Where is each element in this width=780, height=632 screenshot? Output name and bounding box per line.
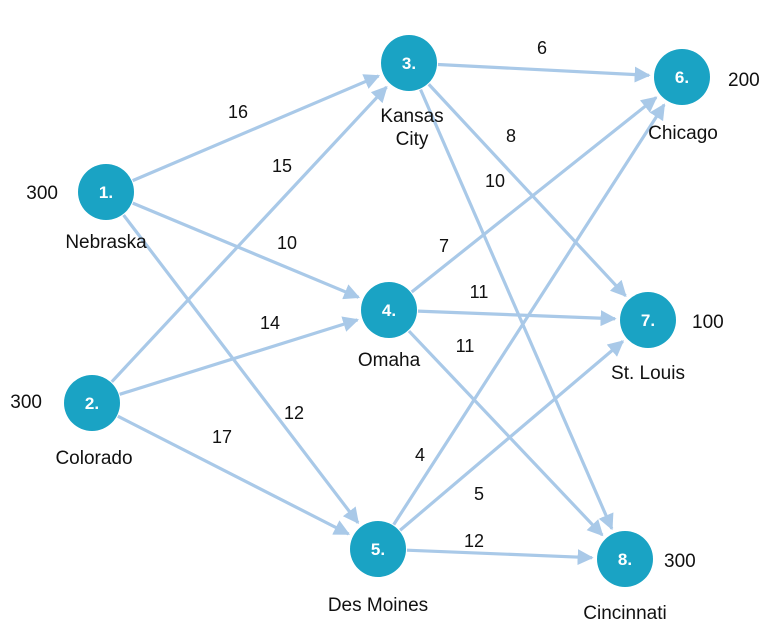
node-number-3: 3. (402, 54, 416, 73)
node-value-8: 300 (664, 551, 696, 572)
edge-labels-layer: 16 10 12 15 14 17 6 8 10 7 11 11 4 5 12 (212, 38, 547, 551)
edge-2-3 (110, 85, 388, 383)
node-number-5: 5. (371, 540, 385, 559)
node-label-6: Chicago (648, 123, 718, 144)
node-circle-1 (78, 164, 134, 220)
node-value-7: 100 (692, 312, 724, 333)
node-4: 4. Omaha (358, 282, 421, 371)
edge-cost-1-5: 12 (284, 403, 304, 423)
node-2: 2. Colorado 300 (10, 375, 133, 469)
edge-cost-5-8: 12 (464, 531, 484, 551)
edge-2-5 (117, 414, 351, 536)
edge-1-3 (132, 74, 381, 183)
node-number-2: 2. (85, 394, 99, 413)
edge-cost-3-7: 8 (506, 126, 516, 146)
node-1: 1. Nebraska 300 (26, 164, 147, 253)
edges-layer (110, 62, 666, 566)
node-number-1: 1. (99, 183, 113, 202)
edge-4-8 (407, 329, 604, 537)
node-circle-7 (620, 292, 676, 348)
edge-1-4 (132, 201, 361, 300)
edge-4-7 (417, 309, 617, 327)
node-5: 5. Des Moines (328, 521, 428, 616)
node-value-1: 300 (26, 183, 58, 204)
edge-5-8 (406, 548, 594, 566)
node-circle-5 (350, 521, 406, 577)
edge-cost-5-7: 5 (474, 484, 484, 504)
edge-3-6 (437, 62, 651, 83)
edge-cost-2-4: 14 (260, 313, 280, 333)
node-label-1: Nebraska (65, 232, 147, 253)
edge-2-4 (119, 316, 360, 396)
node-number-7: 7. (641, 311, 655, 330)
edge-cost-2-5: 17 (212, 427, 232, 447)
node-value-2: 300 (10, 392, 42, 413)
edge-3-7 (427, 83, 627, 298)
edge-1-5 (122, 214, 360, 525)
node-circle-4 (361, 282, 417, 338)
node-6: 6. Chicago 200 (648, 49, 760, 144)
node-circle-8 (597, 531, 653, 587)
edge-cost-3-6: 6 (537, 38, 547, 58)
edge-cost-4-8: 11 (456, 336, 475, 356)
node-number-4: 4. (382, 301, 396, 320)
node-label-5: Des Moines (328, 595, 428, 616)
edge-3-8 (419, 88, 614, 531)
node-7: 7. St. Louis 100 (611, 292, 724, 384)
edge-5-6 (392, 103, 666, 526)
edge-cost-4-7: 11 (470, 282, 489, 302)
node-8: 8. Cincinnati 300 (583, 531, 696, 624)
node-circle-2 (64, 375, 120, 431)
edge-cost-2-3: 15 (272, 156, 292, 176)
node-label-4: Omaha (358, 350, 421, 371)
node-label-3: Kansas (380, 106, 443, 127)
node-circle-3 (381, 35, 437, 91)
edge-cost-1-4: 10 (277, 233, 297, 253)
node-number-6: 6. (675, 68, 689, 87)
edge-4-6 (410, 96, 658, 294)
node-label-3: City (396, 129, 429, 150)
node-label-7: St. Louis (611, 363, 685, 384)
node-circle-6 (654, 49, 710, 105)
node-label-2: Colorado (55, 448, 132, 469)
edge-cost-3-8: 10 (485, 171, 505, 191)
edge-cost-1-3: 16 (228, 102, 248, 122)
node-number-8: 8. (618, 550, 632, 569)
edge-cost-4-6: 7 (439, 236, 449, 256)
node-value-6: 200 (728, 70, 760, 91)
edge-5-7 (399, 340, 625, 532)
node-label-8: Cincinnati (583, 603, 666, 624)
edge-cost-5-6: 4 (415, 445, 425, 465)
